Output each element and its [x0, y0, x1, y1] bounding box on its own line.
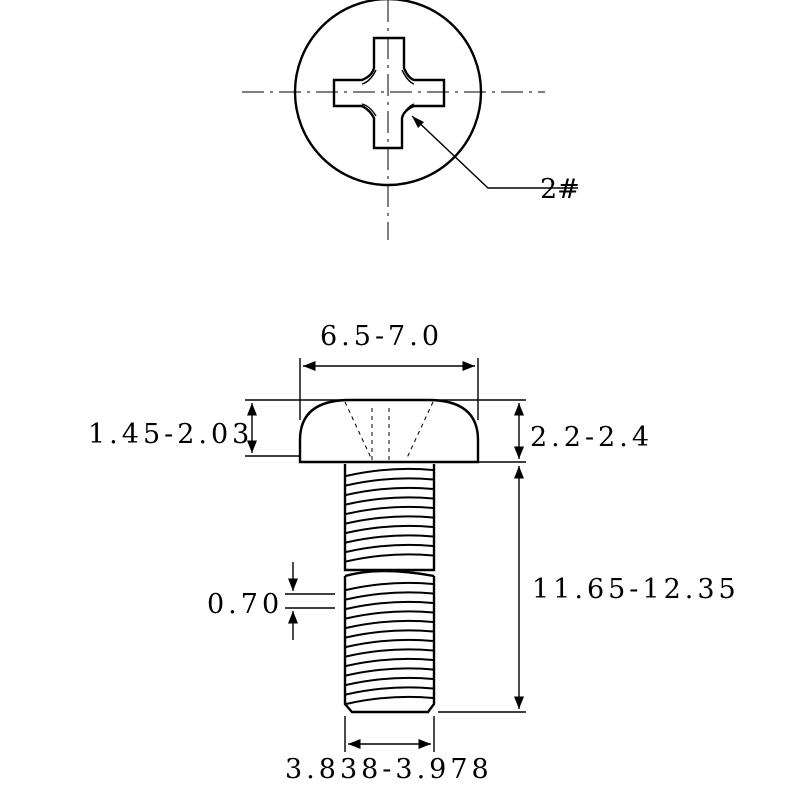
thread-line	[345, 600, 434, 610]
thread-line	[345, 619, 434, 629]
thread-line	[345, 695, 434, 705]
head-height-right-label: 2.2-2.4	[530, 422, 653, 453]
top-view: 2#	[242, 0, 580, 240]
thread-line	[345, 657, 434, 667]
thread-line	[345, 667, 434, 677]
thread-line	[345, 686, 434, 696]
shank-length-dimension: 11.65-12.35	[438, 466, 740, 713]
thread-line	[345, 486, 434, 496]
side-view: 6.5-7.0 1.45-2.03 2.2-2.4 11.65-12.35	[88, 321, 740, 785]
shank-break-line	[344, 569, 435, 578]
recess-hidden-line-right	[405, 401, 434, 461]
head-diameter-label: 6.5-7.0	[320, 321, 443, 352]
recess-hidden-line-left	[344, 401, 373, 461]
shank-lower-outline	[343, 576, 436, 714]
thread-line	[345, 638, 434, 648]
callout-leader	[411, 115, 578, 189]
thread-line	[345, 524, 434, 534]
callout-label: 2#	[540, 174, 580, 205]
threaded-shank	[343, 464, 436, 714]
screw-head-side	[298, 398, 480, 464]
thread-line	[345, 477, 434, 487]
thread-line	[345, 629, 434, 639]
callout-arrowhead	[412, 116, 424, 128]
thread-diameter-label: 3.838-3.978	[285, 754, 493, 785]
thread-line	[345, 467, 434, 477]
thread-line	[345, 534, 434, 544]
head-height-right-dimension: 2.2-2.4	[430, 399, 653, 463]
head-height-left-dimension: 1.45-2.03	[88, 399, 350, 457]
thread-lines-upper	[345, 467, 434, 563]
shank-length-label: 11.65-12.35	[532, 574, 740, 605]
thread-line	[345, 543, 434, 553]
thread-line	[345, 610, 434, 620]
thread-diameter-dimension: 3.838-3.978	[285, 716, 493, 785]
recess-inner-detail	[361, 69, 415, 117]
screw-head-outline	[293, 0, 483, 187]
thread-line	[345, 515, 434, 525]
thread-pitch-label: 0.70	[207, 589, 283, 620]
thread-line	[345, 505, 434, 515]
head-diameter-dimension: 6.5-7.0	[299, 321, 479, 420]
thread-line	[345, 553, 434, 563]
head-height-left-label: 1.45-2.03	[88, 419, 253, 450]
thread-line	[345, 581, 434, 591]
phillips-recess	[332, 36, 446, 150]
thread-line	[345, 676, 434, 686]
thread-line	[345, 591, 434, 601]
thread-lines-lower	[345, 581, 434, 705]
thread-line	[345, 648, 434, 658]
thread-pitch-dimension: 0.70	[207, 562, 335, 640]
thread-line	[345, 496, 434, 506]
